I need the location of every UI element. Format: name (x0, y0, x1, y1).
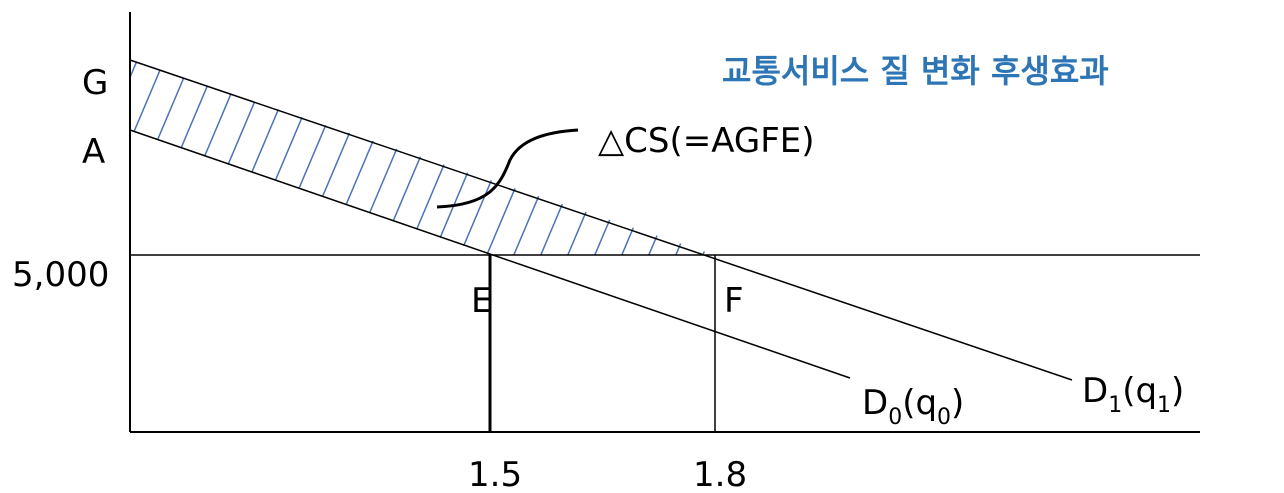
curve-d1-q-index: 1 (1157, 393, 1171, 418)
hatch-line (498, 60, 610, 255)
demand-curve-d0 (129, 129, 851, 379)
curve-d1-close: ) (1171, 371, 1184, 411)
hatch-line (363, 60, 475, 255)
x-label-1-8: 1.8 (693, 455, 747, 493)
curve-d0-q-index: 0 (937, 405, 951, 430)
hatch-line (130, 60, 205, 255)
hatch-line (228, 60, 340, 255)
curve-d0-index: 0 (888, 405, 902, 430)
point-label-e: E (471, 281, 492, 321)
x-label-1-5: 1.5 (468, 455, 522, 493)
curve-label-d1: D1(q1) (1082, 371, 1184, 418)
y-label-a: A (82, 132, 105, 172)
y-label-g: G (82, 63, 108, 103)
diagram-title: 교통서비스 질 변화 후생효과 (722, 52, 1109, 90)
curve-label-d0: D0(q0) (862, 383, 964, 430)
demand-curve-d1 (129, 59, 1073, 381)
annotation-pointer (436, 128, 579, 209)
curve-d0-close: ) (951, 383, 964, 423)
hatch-line (147, 60, 259, 255)
curve-d0-q: q (915, 383, 937, 423)
curve-d0-base: D (862, 383, 888, 423)
point-label-f: F (724, 281, 744, 321)
hatch-line (471, 60, 583, 255)
hatch-line (130, 60, 151, 255)
curve-d1-base: D (1082, 371, 1108, 411)
hatch-line (336, 60, 448, 255)
curve-d1-index: 1 (1108, 393, 1122, 418)
hatch-line (130, 60, 178, 255)
annotation-label: △CS(=AGFE) (598, 121, 815, 161)
hatch-line (309, 60, 421, 255)
hatch-line (255, 60, 367, 255)
curve-d1-q: q (1135, 371, 1157, 411)
curve-d1-open: ( (1122, 371, 1135, 411)
hatch-line (282, 60, 394, 255)
hatch-line (174, 60, 286, 255)
curve-d0-open: ( (902, 383, 915, 423)
hatch-line (444, 60, 556, 255)
hatch-line (390, 60, 502, 255)
hatch-line (130, 60, 232, 255)
y-label-5000: 5,000 (12, 255, 109, 295)
